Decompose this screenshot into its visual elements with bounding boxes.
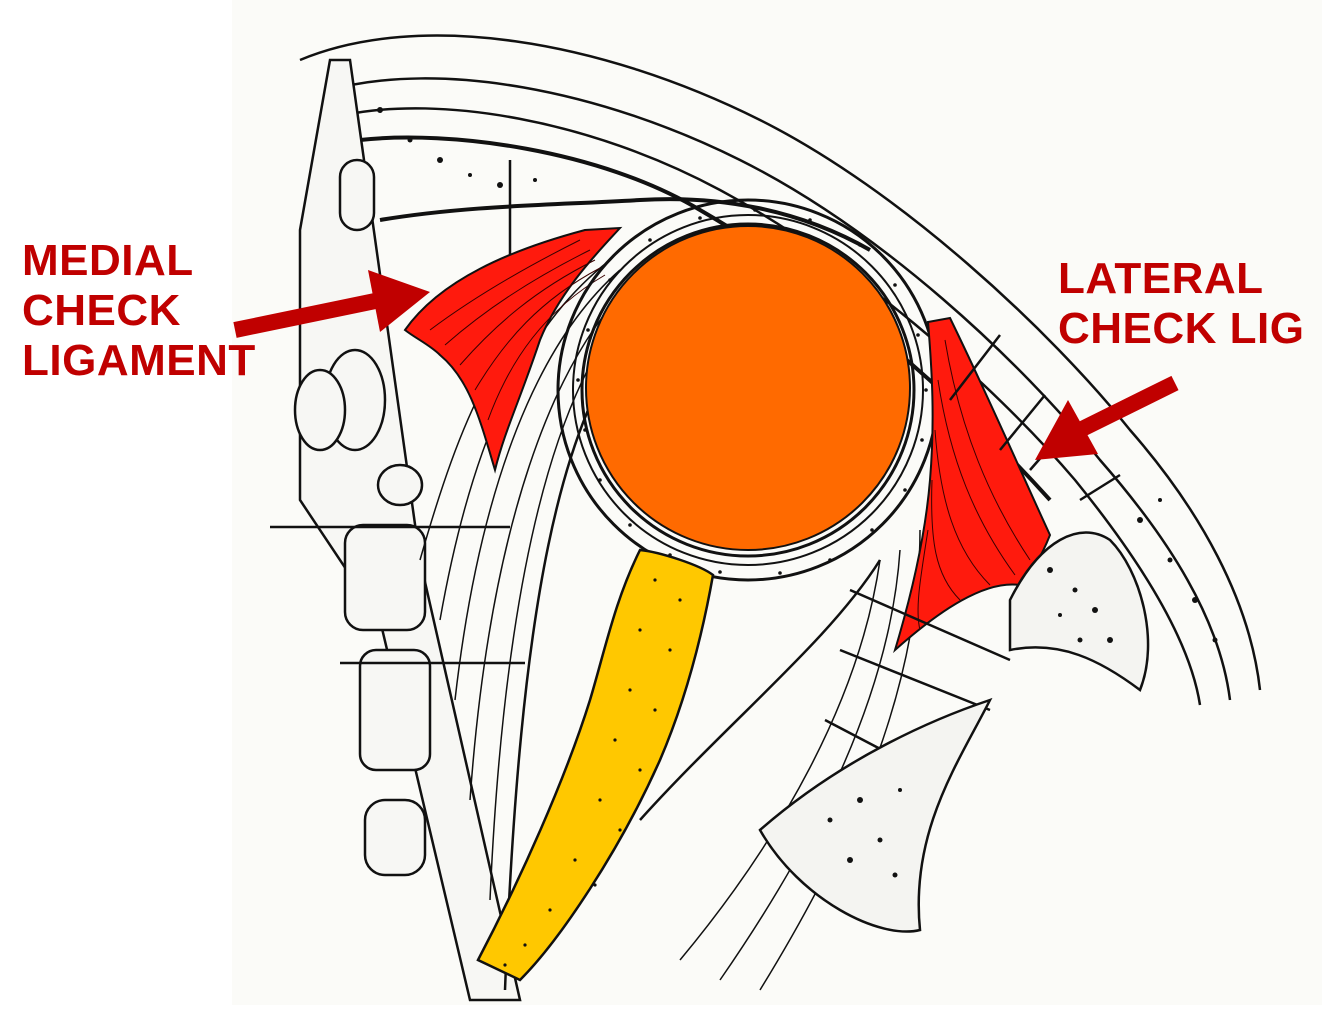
lateral-check-ligament-label: LATERAL CHECK LIG bbox=[1058, 254, 1305, 354]
medial-label-line-3: LIGAMENT bbox=[22, 336, 256, 386]
medial-label-line-1: MEDIAL bbox=[22, 236, 256, 286]
lateral-label-line-1: LATERAL bbox=[1058, 254, 1305, 304]
globe bbox=[586, 226, 910, 550]
medial-check-ligament-label: MEDIAL CHECK LIGAMENT bbox=[22, 236, 256, 386]
medial-label-line-2: CHECK bbox=[22, 286, 256, 336]
lateral-label-line-2: CHECK LIG bbox=[1058, 304, 1305, 354]
